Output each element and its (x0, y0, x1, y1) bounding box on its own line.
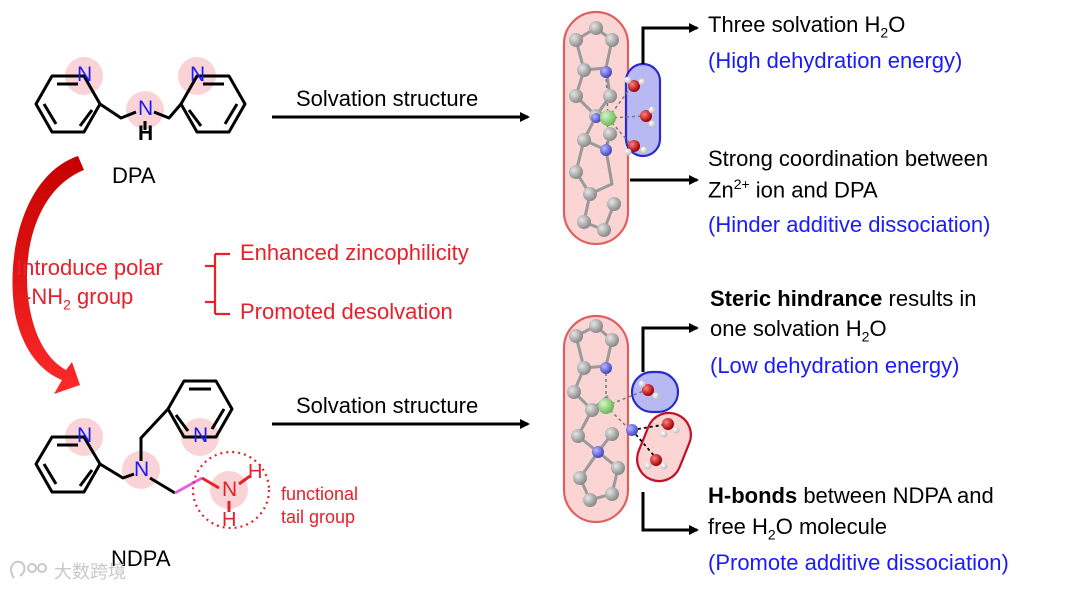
tail-label-line1: functional (281, 484, 359, 504)
amine-h-label: H (222, 509, 237, 531)
atom-label-h: H (138, 122, 154, 145)
hbond-line1: H-bonds between NDPA and (708, 483, 994, 508)
nh2-bonds (227, 474, 251, 512)
bottom-arrow-label: Solvation structure (296, 393, 479, 418)
ring-double-bonds (187, 82, 239, 127)
water-title: Three solvation H2O (708, 12, 906, 41)
water-capsule (630, 370, 680, 414)
atom-label-n: N (77, 63, 93, 86)
ring-double-bonds (42, 82, 94, 127)
callout-arrow-steric (641, 323, 699, 372)
ethyl-bond-pink (174, 476, 203, 495)
top-solvation-model (562, 10, 662, 246)
dpa-structure (34, 57, 247, 134)
free-water-capsule (636, 411, 692, 483)
coordination-line1: Strong coordination between (708, 146, 989, 171)
atom-label-n: N (138, 97, 154, 120)
functional-group-outline (191, 450, 271, 530)
ring-double-bonds (42, 443, 94, 487)
atom-label-n: N (190, 63, 206, 86)
steric-line2: one solvation H2O (710, 316, 887, 345)
ndpa-structure (34, 379, 271, 530)
methylene-bond (99, 462, 135, 480)
zn-ion (598, 398, 614, 414)
n-highlight (126, 91, 164, 129)
ndpa-capsule (562, 314, 630, 524)
coordination-line2: Zn2+ ion and DPA (708, 176, 878, 203)
atom-label-n: N (77, 424, 93, 447)
effects-bracket (205, 252, 230, 316)
methylene-bond (153, 103, 183, 120)
amine-n-label: N (222, 478, 238, 501)
hbond-line2: free H2O molecule (708, 514, 887, 543)
watermark-text: 大数跨境 (54, 562, 126, 583)
callout-arrow-water (641, 23, 699, 64)
atom-label-n: N (193, 424, 209, 447)
water-note: (High dehydration energy) (708, 48, 963, 73)
dpa-label: DPA (112, 163, 156, 188)
methylene-bond (99, 102, 137, 120)
introduce-label-line1: Introduce polar (16, 255, 163, 280)
bottom-solvation-model (562, 314, 692, 524)
introduce-label-line2: -NH2 group (24, 284, 134, 313)
amine-h-label: H (248, 461, 263, 483)
watermark-logo-icon (10, 560, 47, 579)
steric-note: (Low dehydration energy) (710, 353, 960, 378)
atom-label-n: N (134, 458, 150, 481)
ndpa-label: NDPA (111, 546, 171, 571)
steric-line1: Steric hindrance results in (710, 286, 977, 311)
effect-zincophilicity: Enhanced zincophilicity (240, 240, 469, 265)
callout-arrow-hbond (641, 492, 699, 535)
modification-arrow (12, 156, 84, 394)
top-arrow-label: Solvation structure (296, 86, 479, 111)
ring-double-bonds (174, 387, 226, 432)
zn-ion (600, 110, 616, 126)
ethyl-bond (149, 476, 176, 495)
hbond-note: (Promote additive dissociation) (708, 550, 1009, 575)
amine-bond (201, 476, 220, 490)
tail-label-line2: tail group (281, 507, 356, 527)
n-highlight (210, 471, 248, 509)
methylene-bond (139, 407, 170, 461)
coordination-note: (Hinder additive dissociation) (708, 212, 991, 237)
effect-desolvation: Promoted desolvation (240, 299, 453, 324)
